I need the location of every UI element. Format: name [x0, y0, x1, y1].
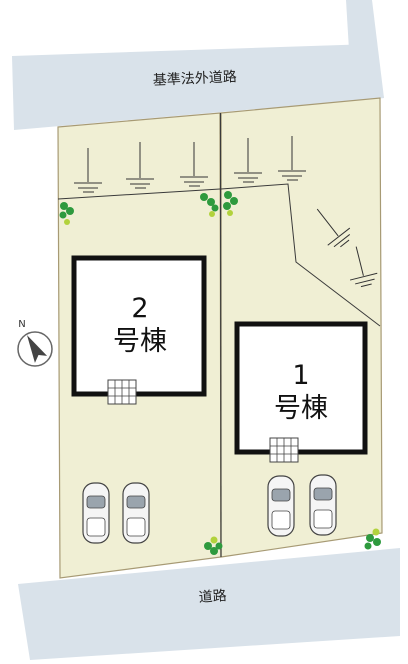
building-1-outline: [234, 321, 368, 455]
building-2-outline: [71, 255, 207, 397]
symbol-4: [234, 138, 262, 183]
car-4: [309, 474, 337, 536]
car-1: [82, 482, 110, 544]
tree-cluster-4: [204, 536, 223, 555]
symbol-7: [349, 246, 378, 288]
top-road-surface: [12, 44, 384, 130]
building-1-label: 号棟: [274, 393, 328, 424]
building-2-label: 号棟: [113, 326, 167, 357]
symbol-1: [74, 148, 102, 193]
building-2-number: 2: [131, 293, 148, 324]
building-2: 2 号棟: [71, 255, 207, 405]
symbol-3: [180, 142, 208, 187]
symbol-2: [126, 142, 154, 189]
symbol-5: [278, 136, 306, 181]
car-2: [122, 482, 150, 544]
top-road-label: 基準法外道路: [152, 68, 237, 89]
top-road: 基準法外道路: [12, 0, 384, 130]
bottom-road: 道路: [18, 548, 400, 660]
compass: N: [17, 319, 53, 367]
lot-divider: [219, 112, 222, 558]
tree-cluster-3: [223, 191, 238, 216]
lot-1-inner-boundary: [220, 183, 381, 327]
tree-cluster-2: [200, 193, 219, 217]
compass-arrow-icon: [27, 335, 48, 363]
compass-north-label: N: [18, 319, 25, 330]
building-1: 1 号棟: [234, 321, 368, 463]
tree-cluster-1: [59, 202, 74, 225]
planting-symbols: [74, 136, 378, 288]
top-road-extension: [346, 0, 384, 100]
lot-2-inner-boundary: [57, 188, 221, 200]
building-1-entrance-grid: [269, 437, 299, 463]
car-3: [267, 475, 295, 537]
building-1-number: 1: [292, 360, 309, 391]
bottom-road-surface: [18, 548, 400, 660]
bottom-road-label: 道路: [198, 588, 227, 606]
building-2-entrance-grid: [107, 379, 137, 405]
symbol-6: [316, 208, 351, 248]
tree-cluster-5: [364, 528, 381, 550]
